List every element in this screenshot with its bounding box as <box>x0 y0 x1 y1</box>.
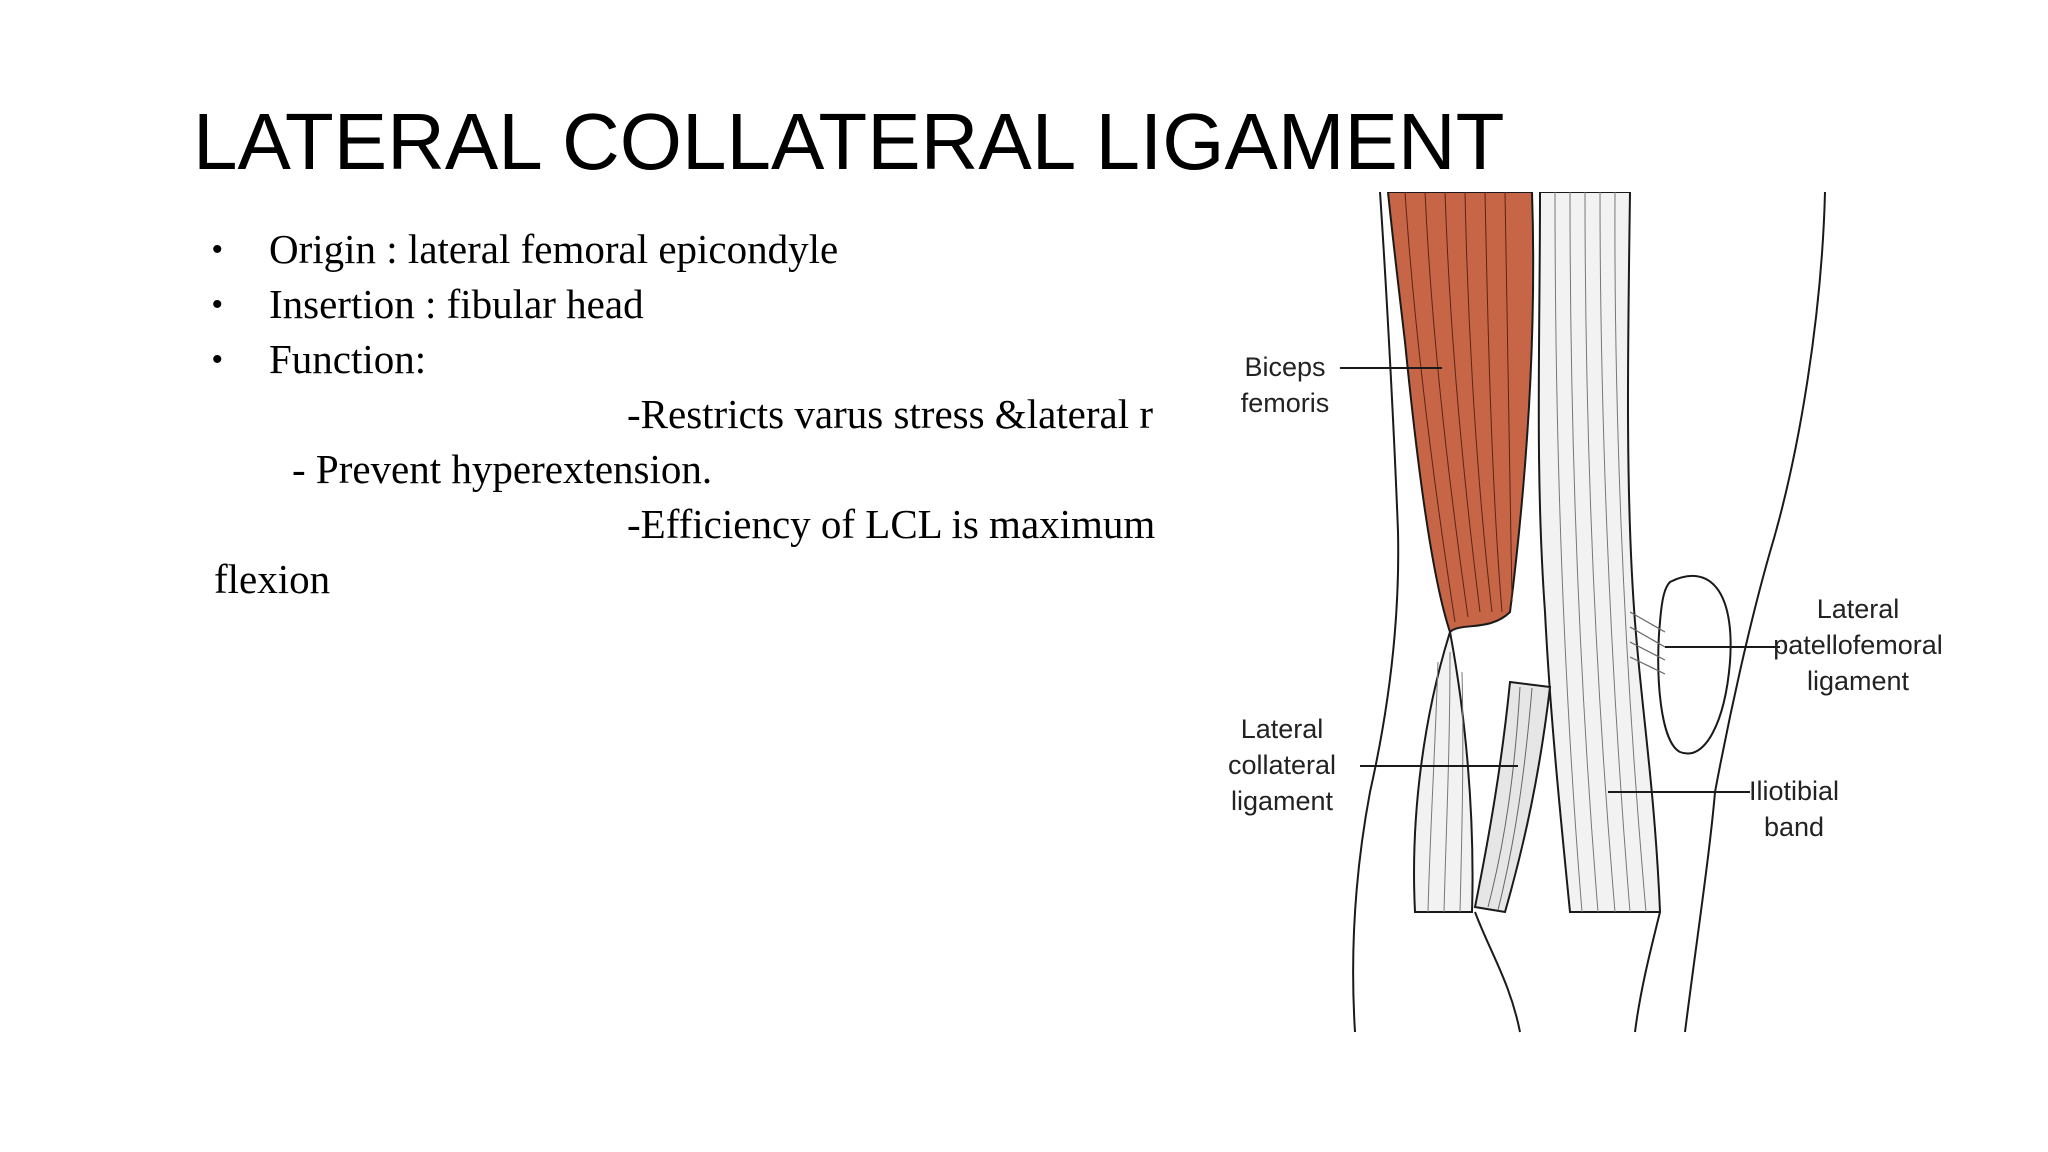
lateral-patellofemoral-ligament-fibers <box>1629 611 1666 675</box>
knee-anatomy-figure: Biceps femoris Lateral collateral ligame… <box>1210 192 1950 1040</box>
function-line-hyperextension: - Prevent hyperextension. <box>292 446 713 492</box>
biceps-femoris-fibers <box>1404 192 1513 623</box>
bullet-text: Origin : lateral femoral epicondyle <box>269 226 839 272</box>
label-lcl-line-1: Lateral <box>1241 714 1324 744</box>
fibula-outline <box>1474 911 1521 1033</box>
label-lpfl-line-3: ligament <box>1807 666 1910 696</box>
function-line-varus: -Restricts varus stress &lateral r <box>627 391 1154 437</box>
function-line-flexion: flexion <box>214 556 331 602</box>
label-itb-line-2: band <box>1764 812 1824 842</box>
label-lcl-line-3: ligament <box>1231 786 1334 816</box>
biceps-tendon-shape <box>1413 631 1474 913</box>
function-line-efficiency: -Efficiency of LCL is maximum <box>627 501 1156 547</box>
lateral-collateral-ligament-shape <box>1473 680 1552 914</box>
label-lpfl-line-1: Lateral <box>1817 594 1900 624</box>
bullet-dot-icon: • <box>212 343 223 376</box>
label-biceps-line-1: Biceps <box>1244 352 1325 382</box>
bullet-text: Function: <box>269 336 427 382</box>
leg-outline-right <box>1684 192 1826 1033</box>
label-lcl-line-2: collateral <box>1228 750 1336 780</box>
leg-outline-left <box>1352 192 1400 1033</box>
knee-anatomy-illustration: Biceps femoris Lateral collateral ligame… <box>1228 192 1943 1033</box>
label-biceps-line-2: femoris <box>1241 388 1330 418</box>
label-itb-line-1: Iliotibial <box>1749 776 1839 806</box>
bullet-dot-icon: • <box>212 288 223 321</box>
tibia-outline <box>1634 911 1661 1033</box>
label-lpfl-line-2: patellofemoral <box>1773 630 1943 660</box>
slide-content: • Origin : lateral femoral epicondyle • … <box>212 222 1212 642</box>
slide-title: LATERAL COLLATERAL LIGAMENT <box>193 97 1505 186</box>
lcl-fibers <box>1487 686 1533 911</box>
bullet-text: Insertion : fibular head <box>269 281 644 327</box>
iliotibial-band-shape <box>1537 192 1662 913</box>
patella-shape <box>1657 575 1732 755</box>
iliotibial-band-fibers <box>1554 192 1647 913</box>
biceps-tendon-fibers <box>1427 651 1464 913</box>
bullet-dot-icon: • <box>212 233 223 266</box>
